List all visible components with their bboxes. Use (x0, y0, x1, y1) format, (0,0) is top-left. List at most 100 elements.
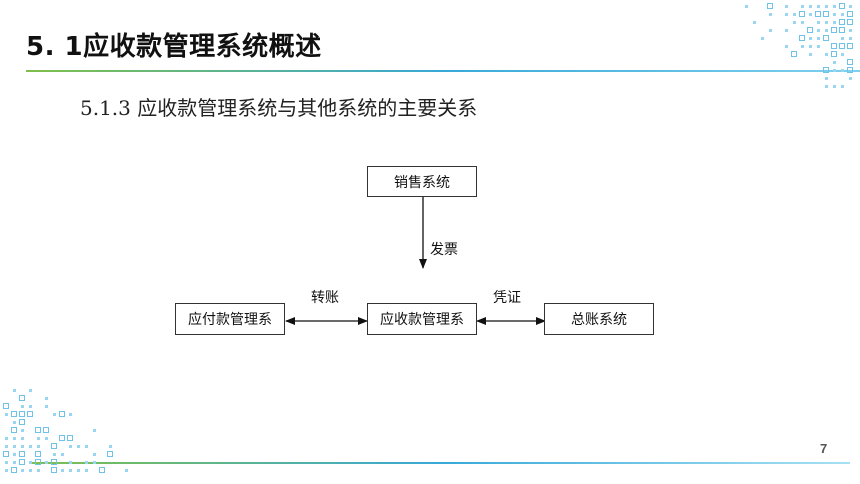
decor-square (52, 412, 56, 416)
decor-square (19, 395, 25, 401)
decor-square (847, 59, 853, 65)
decor-square (808, 44, 812, 48)
decor-square (832, 4, 836, 8)
decor-square (92, 428, 96, 432)
node-ar-label: 应收款管理系 (380, 312, 464, 328)
section-subtitle: 5.1.3 应收款管理系统与其他系统的主要关系 (80, 96, 478, 120)
decor-square (12, 388, 16, 392)
decor-square (60, 452, 64, 456)
decor-square (791, 51, 797, 57)
decor-square (44, 396, 48, 400)
decor-square (4, 412, 8, 416)
decor-square (20, 436, 24, 440)
decor-square (59, 411, 65, 417)
decor-square (51, 467, 57, 473)
decor-square (84, 460, 88, 464)
node-ap-system: 应付款管理系 (175, 303, 285, 335)
decor-square (784, 28, 788, 32)
decor-square (784, 44, 788, 48)
decor-square (848, 76, 852, 80)
decor-square (752, 20, 756, 24)
decor-square (28, 444, 32, 448)
decor-square (20, 468, 24, 472)
decor-square (11, 467, 17, 473)
decor-square (832, 12, 836, 16)
decor-square (11, 427, 17, 433)
decor-square (36, 468, 40, 472)
decor-square (800, 44, 804, 48)
decor-square (847, 43, 853, 49)
decor-square (840, 52, 844, 56)
decor-square (4, 436, 8, 440)
node-gl-system: 总账系统 (544, 303, 654, 335)
decor-square (28, 388, 32, 392)
decor-square (839, 27, 845, 33)
decor-square (68, 412, 72, 416)
edge-label-invoice: 发票 (430, 242, 458, 258)
decor-square (816, 44, 820, 48)
decor-square (799, 11, 805, 17)
decor-square (92, 460, 96, 464)
decor-square (847, 19, 853, 25)
decor-square (67, 435, 73, 441)
decor-square (816, 4, 820, 8)
decor-square (784, 4, 788, 8)
decor-square (59, 435, 65, 441)
decor-square (832, 20, 836, 24)
decor-square (3, 403, 9, 409)
decor-square (11, 411, 17, 417)
decor-square (19, 411, 25, 417)
decor-square (768, 12, 772, 16)
decor-square (20, 444, 24, 448)
decor-square (744, 4, 748, 8)
node-gl-label: 总账系统 (571, 312, 627, 328)
decor-square (20, 428, 24, 432)
decor-square (767, 3, 773, 9)
decor-square (840, 12, 844, 16)
node-sales-label: 销售系统 (394, 174, 450, 191)
decor-square (36, 436, 40, 440)
decor-square (792, 12, 796, 16)
decor-square (784, 12, 788, 16)
decor-square (35, 451, 41, 457)
decor-square (816, 36, 820, 40)
edge-label-transfer: 转账 (311, 290, 339, 306)
decor-square (808, 12, 812, 16)
decor-square (28, 468, 32, 472)
decor-square (816, 28, 820, 32)
node-ar-system: 应收款管理系 (367, 303, 477, 335)
decor-square (824, 76, 828, 80)
decor-square (831, 51, 837, 57)
decor-square (840, 84, 844, 88)
decor-square (760, 36, 764, 40)
decor-square (124, 468, 128, 472)
decor-square (19, 419, 25, 425)
decor-square (839, 3, 845, 9)
decor-square (808, 52, 812, 56)
decor-square (831, 27, 837, 33)
decor-square (768, 28, 772, 32)
decor-square (840, 68, 844, 72)
decor-square (28, 460, 32, 464)
slide-title: 5. 1应收款管理系统概述 (26, 32, 322, 62)
decor-square (107, 451, 113, 457)
decor-square (12, 420, 16, 424)
decor-square (808, 4, 812, 8)
decor-square (43, 427, 49, 433)
page-number: 7 (820, 441, 828, 456)
decor-square (824, 20, 828, 24)
decor-square (20, 404, 24, 408)
decor-square (4, 468, 8, 472)
decor-square (840, 36, 844, 40)
decor-square (4, 460, 8, 464)
decor-square (824, 4, 828, 8)
decor-square (848, 36, 852, 40)
decor-square (27, 411, 33, 417)
decor-square (12, 460, 16, 464)
decor-square (12, 444, 16, 448)
footer-divider (30, 462, 850, 464)
decor-square (847, 67, 853, 73)
decor-square (816, 20, 820, 24)
decor-square (807, 27, 813, 33)
decor-square (823, 11, 829, 17)
